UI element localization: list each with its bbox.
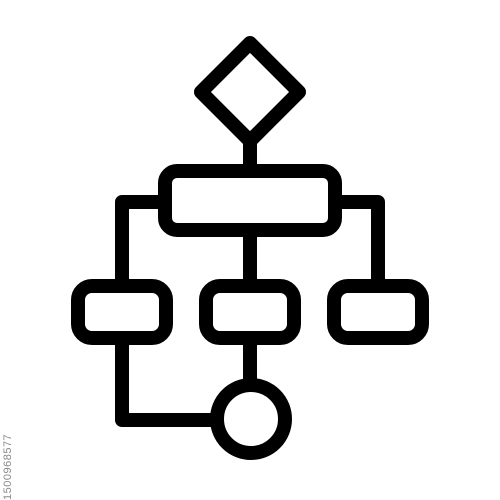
- process-box-main: [158, 164, 342, 237]
- connector-left-to-terminal: [115, 334, 225, 427]
- process-box-right: [327, 279, 429, 345]
- flowchart-shapes: [71, 36, 429, 460]
- connector-right-branch: [328, 195, 385, 290]
- process-box-left: [71, 279, 173, 345]
- watermark-side-id: 1500968577: [2, 433, 14, 500]
- flowchart-connectors: [115, 123, 385, 427]
- connector-left-branch: [115, 195, 172, 290]
- terminal-circle: [210, 378, 292, 460]
- decision-diamond: [194, 36, 306, 148]
- process-box-center: [199, 279, 301, 345]
